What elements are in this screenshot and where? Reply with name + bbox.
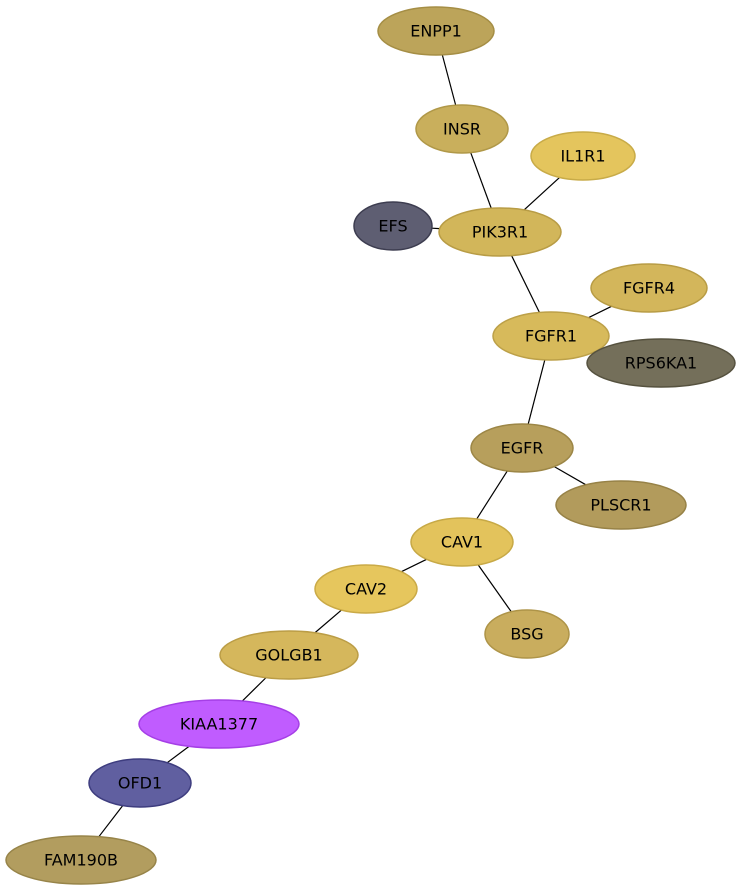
node-label: CAV1: [441, 533, 483, 552]
node-ellipse[interactable]: [415, 104, 509, 154]
edge-enpp1-insr: [441, 54, 457, 106]
node-efs[interactable]: EFS: [353, 201, 433, 251]
node-ellipse[interactable]: [438, 207, 562, 257]
edge-egfr-cav1: [476, 470, 508, 520]
node-pik3r1[interactable]: PIK3R1: [438, 207, 562, 257]
node-ellipse[interactable]: [484, 609, 570, 659]
node-ellipse[interactable]: [410, 517, 514, 567]
node-rps6ka1[interactable]: RPS6KA1: [586, 338, 736, 388]
node-label: PIK3R1: [472, 223, 528, 242]
node-enpp1[interactable]: ENPP1: [377, 6, 495, 56]
node-label: IL1R1: [560, 147, 605, 166]
node-fgfr1[interactable]: FGFR1: [492, 311, 610, 361]
edge-fgfr1-egfr: [527, 359, 546, 425]
edges-layer: [98, 54, 612, 838]
edge-insr-pik3r1: [470, 152, 492, 209]
node-label: EFS: [378, 217, 407, 236]
node-label: PLSCR1: [590, 496, 651, 515]
edge-kiaa1377-ofd1: [166, 745, 190, 764]
node-fgfr4[interactable]: FGFR4: [590, 263, 708, 313]
node-ellipse[interactable]: [555, 480, 687, 530]
node-label: FAM190B: [44, 851, 118, 870]
node-kiaa1377[interactable]: KIAA1377: [138, 699, 300, 749]
node-ellipse[interactable]: [219, 630, 359, 680]
node-ellipse[interactable]: [377, 6, 495, 56]
node-ellipse[interactable]: [314, 564, 418, 614]
edge-pik3r1-fgfr1: [511, 255, 541, 313]
node-label: GOLGB1: [255, 646, 322, 665]
node-plscr1[interactable]: PLSCR1: [555, 480, 687, 530]
node-label: RPS6KA1: [625, 354, 697, 373]
node-bsg[interactable]: BSG: [484, 609, 570, 659]
node-egfr[interactable]: EGFR: [470, 423, 574, 473]
node-ellipse[interactable]: [353, 201, 433, 251]
node-golgb1[interactable]: GOLGB1: [219, 630, 359, 680]
node-label: CAV2: [345, 580, 387, 599]
node-label: EGFR: [501, 439, 544, 458]
node-label: FGFR1: [525, 327, 577, 346]
node-label: FGFR4: [623, 279, 675, 298]
node-label: INSR: [443, 120, 481, 139]
node-ellipse[interactable]: [5, 835, 157, 885]
node-ellipse[interactable]: [590, 263, 708, 313]
edge-ofd1-fam190b: [98, 805, 124, 838]
node-fam190b[interactable]: FAM190B: [5, 835, 157, 885]
node-ellipse[interactable]: [470, 423, 574, 473]
edge-fgfr4-fgfr1: [588, 305, 612, 319]
node-il1r1[interactable]: IL1R1: [530, 131, 636, 181]
node-ellipse[interactable]: [530, 131, 636, 181]
node-ellipse[interactable]: [138, 699, 300, 749]
edge-il1r1-pik3r1: [523, 176, 560, 211]
node-label: KIAA1377: [180, 715, 258, 734]
edge-golgb1-kiaa1377: [241, 677, 267, 702]
node-ellipse[interactable]: [88, 758, 192, 808]
node-ellipse[interactable]: [586, 338, 736, 388]
node-cav2[interactable]: CAV2: [314, 564, 418, 614]
node-ellipse[interactable]: [492, 311, 610, 361]
edge-cav1-bsg: [477, 564, 512, 613]
edge-cav1-cav2: [401, 558, 427, 573]
node-ofd1[interactable]: OFD1: [88, 758, 192, 808]
edge-egfr-plscr1: [553, 466, 587, 486]
node-label: OFD1: [118, 774, 162, 793]
node-label: ENPP1: [410, 22, 462, 41]
node-insr[interactable]: INSR: [415, 104, 509, 154]
edge-cav2-golgb1: [314, 609, 342, 634]
node-cav1[interactable]: CAV1: [410, 517, 514, 567]
node-label: BSG: [510, 625, 543, 644]
